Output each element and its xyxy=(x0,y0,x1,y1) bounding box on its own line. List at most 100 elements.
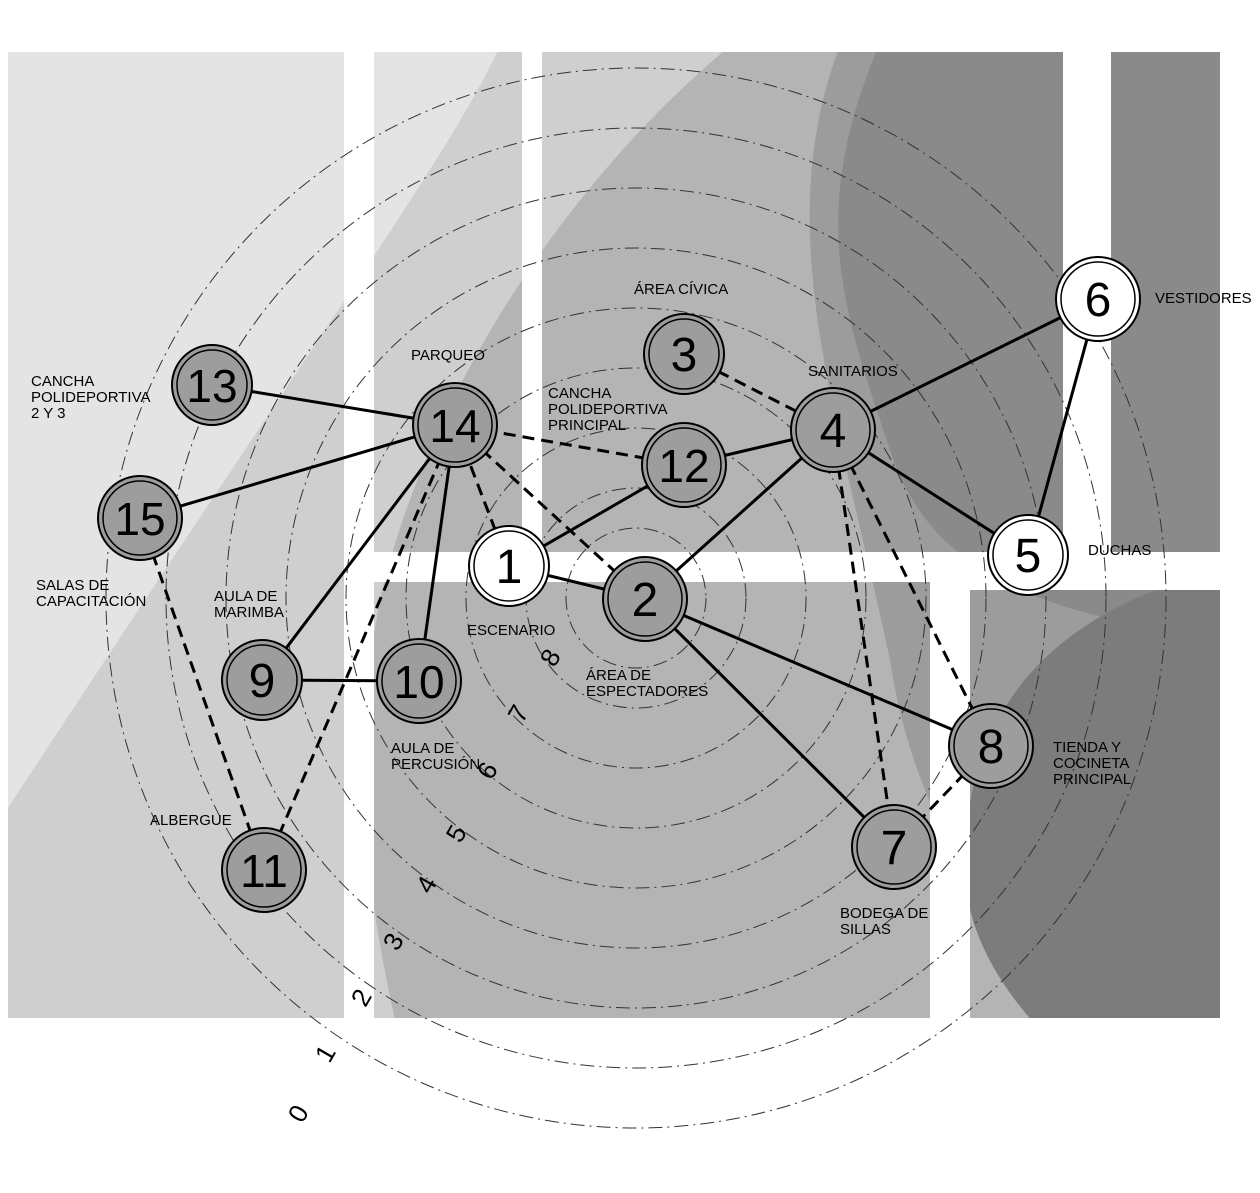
node-outer-ring xyxy=(412,382,498,468)
node-inner-ring xyxy=(176,349,248,421)
space-node-2[interactable]: 2 xyxy=(602,556,688,642)
node-outer-ring xyxy=(171,344,253,426)
space-node-6[interactable]: 6 xyxy=(1055,256,1141,342)
relationship-link-solid xyxy=(832,297,1099,432)
space-node-4[interactable]: 4 xyxy=(790,387,876,473)
space-label-3: ÁREA CÍVICA xyxy=(634,281,728,298)
node-inner-ring xyxy=(856,809,932,885)
node-inner-ring xyxy=(795,392,871,468)
node-outer-ring xyxy=(1055,256,1141,342)
space-label-line: ESPECTADORES xyxy=(586,683,708,700)
node-number: 6 xyxy=(1085,274,1112,327)
space-node-10[interactable]: 10 xyxy=(376,638,462,724)
space-label-1: ESCENARIO xyxy=(467,622,555,639)
space-node-12[interactable]: 12 xyxy=(641,422,727,508)
space-label-line: PRINCIPAL xyxy=(548,417,626,434)
scale-ring xyxy=(105,67,1167,1129)
space-label-line: ESCENARIO xyxy=(467,622,555,639)
node-inner-ring xyxy=(226,832,302,908)
space-label-line: SALAS DE xyxy=(36,577,109,594)
node-outer-ring xyxy=(376,638,462,724)
space-node-1[interactable]: 1 xyxy=(468,525,550,607)
space-node-14[interactable]: 14 xyxy=(412,382,498,468)
space-label-line: AULA DE xyxy=(391,740,454,757)
node-number: 14 xyxy=(429,400,480,452)
space-node-3[interactable]: 3 xyxy=(643,313,725,395)
space-label-line: ÁREA CÍVICA xyxy=(634,281,728,298)
relationship-link-solid xyxy=(643,597,896,849)
node-inner-ring xyxy=(417,387,493,463)
space-node-8[interactable]: 8 xyxy=(948,703,1034,789)
space-node-11[interactable]: 11 xyxy=(221,827,307,913)
scale-ring xyxy=(165,127,1107,1069)
node-number: 10 xyxy=(393,656,444,708)
space-label-line: ALBERGUE xyxy=(150,812,232,829)
scale-ring xyxy=(285,247,987,949)
relationship-link-dashed xyxy=(831,429,993,747)
node-outer-ring xyxy=(851,804,937,890)
node-outer-ring xyxy=(97,475,183,561)
node-inner-ring xyxy=(226,644,298,716)
space-label-line: CANCHA xyxy=(31,373,94,390)
relationship-link-solid xyxy=(417,424,457,682)
space-label-line: ÁREA DE xyxy=(586,667,651,684)
space-label-line: CAPACITACIÓN xyxy=(36,593,146,610)
space-label-line: AULA DE xyxy=(214,588,277,605)
space-label-line: COCINETA xyxy=(1053,755,1129,772)
space-label-line: SANITARIOS xyxy=(808,363,898,380)
node-number: 15 xyxy=(114,493,165,545)
node-inner-ring xyxy=(473,530,545,602)
relationship-link-solid xyxy=(1026,298,1100,556)
node-number: 11 xyxy=(240,845,288,897)
space-label-line: POLIDEPORTIVA xyxy=(548,401,667,418)
node-outer-ring xyxy=(790,387,876,473)
node-outer-ring xyxy=(641,422,727,508)
space-label-line: PARQUEO xyxy=(411,347,485,364)
space-label-line: SILLAS xyxy=(840,921,891,938)
node-outer-ring xyxy=(948,703,1034,789)
space-node-9[interactable]: 9 xyxy=(221,639,303,721)
relationship-link-dashed xyxy=(831,429,896,848)
space-label-line: MARIMBA xyxy=(214,604,284,621)
scale-ring xyxy=(225,187,1047,1009)
space-node-5[interactable]: 5 xyxy=(987,514,1069,596)
relationship-link-solid xyxy=(260,424,457,681)
node-number: 12 xyxy=(658,440,709,492)
scale-ring xyxy=(565,527,707,669)
node-number: 13 xyxy=(186,360,237,412)
space-label-line: VESTIDORES xyxy=(1155,290,1252,307)
zone-lightest xyxy=(8,52,520,820)
ring-scale-label: 0 xyxy=(282,1100,315,1128)
space-label-line: DUCHAS xyxy=(1088,542,1151,559)
zone-darkest xyxy=(964,560,1220,1018)
relationship-link-solid xyxy=(139,423,456,520)
space-label-line: PERCUSIÓN xyxy=(391,756,480,773)
node-number: 4 xyxy=(820,405,847,458)
node-inner-ring xyxy=(992,519,1064,591)
relationship-link-dashed xyxy=(262,424,457,871)
space-node-15[interactable]: 15 xyxy=(97,475,183,561)
space-label-4: SANITARIOS xyxy=(808,363,898,380)
node-number: 2 xyxy=(632,574,659,627)
node-outer-ring xyxy=(643,313,725,395)
scale-ring xyxy=(405,367,867,829)
space-label-line: 2 Y 3 xyxy=(31,405,65,422)
node-inner-ring xyxy=(953,708,1029,784)
space-label-5: DUCHAS xyxy=(1088,542,1151,559)
relationship-link-dashed xyxy=(138,517,266,871)
space-node-13[interactable]: 13 xyxy=(171,344,253,426)
node-outer-ring xyxy=(602,556,688,642)
scale-ring xyxy=(465,427,807,769)
node-inner-ring xyxy=(1060,261,1136,337)
space-node-7[interactable]: 7 xyxy=(851,804,937,890)
space-label-line: POLIDEPORTIVA xyxy=(31,389,150,406)
